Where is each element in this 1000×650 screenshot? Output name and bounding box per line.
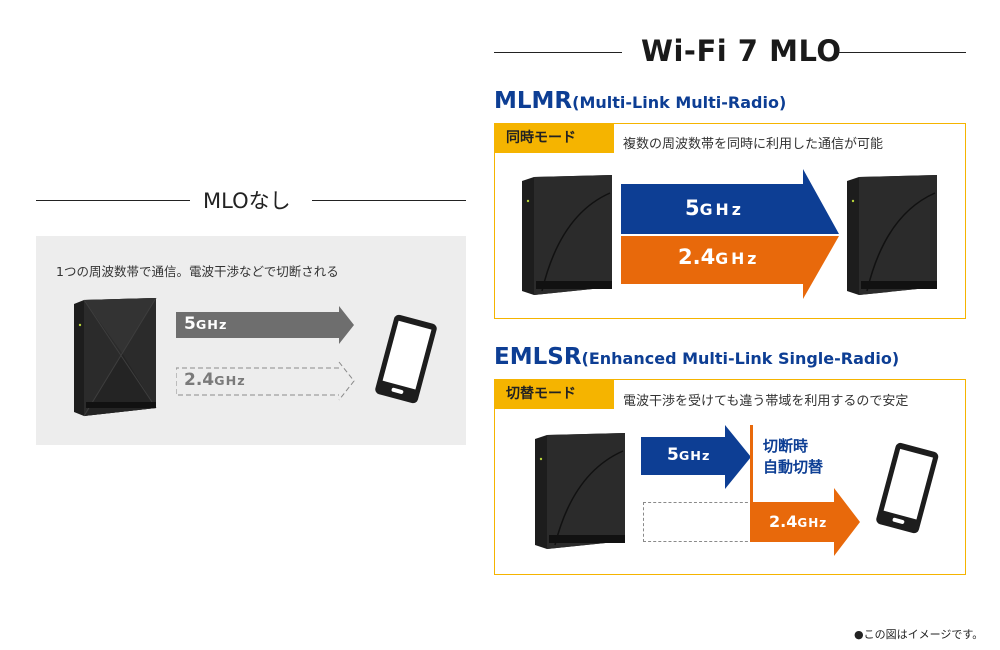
mlmr-panel: 同時モード 複数の周波数帯を同時に利用した通信が可能 5GHz 2.4GHz — [494, 123, 966, 319]
emlsr-panel: 切替モード 電波干渉を受けても違う帯域を利用するので安定 5GHz 切断時 自動… — [494, 379, 966, 575]
auto-switch-label: 切断時 自動切替 — [763, 437, 824, 476]
switch-line — [750, 425, 753, 503]
emlsr-heading: EMLSR(Enhanced Multi-Link Single-Radio) — [494, 344, 900, 370]
emlsr-2-4ghz-label: 2.4GHz — [769, 512, 828, 531]
router-icon — [74, 298, 157, 417]
smartphone-icon — [876, 442, 939, 534]
arrow-2-4ghz-dashed — [176, 361, 355, 401]
mlmr-description: 複数の周波数帯を同時に利用した通信が可能 — [623, 137, 884, 152]
right-title-rule-left — [494, 52, 622, 53]
emlsr-5ghz-label: 5GHz — [667, 445, 711, 465]
left-section-title: MLOなし — [203, 189, 291, 213]
mlmr-mode-tag: 同時モード — [494, 123, 614, 153]
no-mlo-description: 1つの周波数帯で通信。電波干渉などで切断される — [56, 264, 339, 279]
emlsr-arrow-5ghz — [641, 425, 751, 489]
arrow-5ghz-label: 5GHz — [184, 314, 228, 334]
left-title-rule-right — [312, 200, 466, 201]
disconnected-path-box — [643, 502, 753, 542]
left-title-rule-left — [36, 200, 190, 201]
right-section-title: Wi-Fi 7 MLO — [641, 34, 842, 68]
router-icon — [847, 175, 937, 295]
router-icon — [522, 175, 612, 295]
smartphone-icon — [375, 314, 437, 404]
emlsr-mode-tag: 切替モード — [494, 379, 614, 409]
no-mlo-panel: 1つの周波数帯で通信。電波干渉などで切断される 5GHz 2.4GHz — [36, 236, 466, 445]
router-icon — [535, 433, 625, 549]
mlmr-dual-arrow — [621, 169, 839, 299]
right-title-rule-right — [838, 52, 966, 53]
mlmr-5ghz-label: 5GHz — [685, 196, 744, 220]
arrow-5ghz-solid — [176, 306, 354, 344]
emlsr-arrow-2-4ghz — [750, 488, 860, 556]
mlmr-2-4ghz-label: 2.4GHz — [678, 245, 760, 269]
emlsr-description: 電波干渉を受けても違う帯域を利用するので安定 — [623, 394, 909, 409]
arrow-2-4ghz-label: 2.4GHz — [184, 370, 246, 390]
footnote: ●この図はイメージです。 — [854, 628, 984, 641]
mlmr-heading: MLMR(Multi-Link Multi-Radio) — [494, 88, 787, 114]
